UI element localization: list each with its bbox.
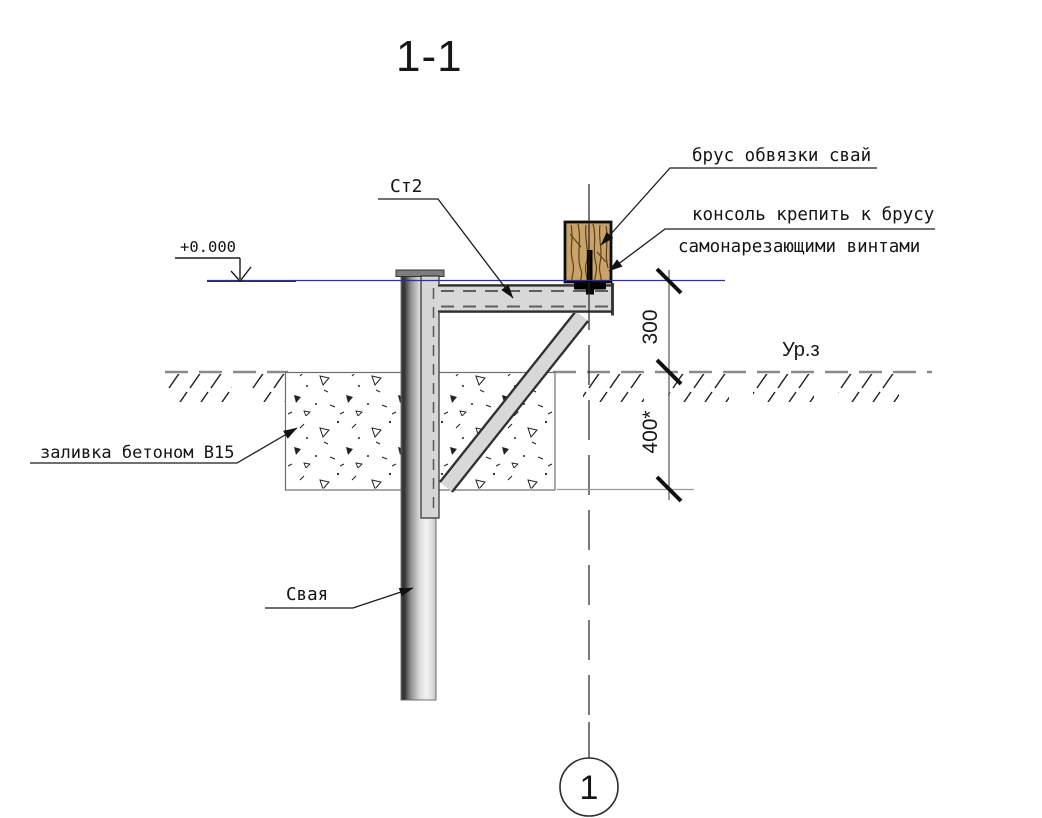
diagonal-brace xyxy=(439,310,589,493)
pile-leader xyxy=(265,587,414,609)
dim-text-400: 400* xyxy=(639,410,662,453)
annotation-console-fixing: консоль крепить к брусу самонарезающими … xyxy=(608,205,935,272)
view-title: 1-1 xyxy=(396,32,463,81)
st2-label: Ст2 xyxy=(390,176,423,197)
vertical-plate xyxy=(420,275,440,519)
concrete-leader xyxy=(30,427,298,464)
elevation-marker: +0.000 xyxy=(175,238,252,283)
section-bubble-circle xyxy=(559,757,619,817)
pile-cap-flange xyxy=(395,269,445,277)
console-label-line2: самонарезающими винтами xyxy=(678,237,920,257)
st2-leader xyxy=(378,198,514,299)
earth-hatch xyxy=(168,374,899,402)
dimension-ticks xyxy=(655,267,683,503)
section-bubble: 1 xyxy=(559,757,619,817)
annotation-wood-beam: брус обвязки свай xyxy=(600,146,877,246)
concrete-label: заливка бетоном В15 xyxy=(40,443,234,463)
screw-symbol xyxy=(574,250,606,295)
wood-grain xyxy=(569,223,609,282)
annotation-pile: Свая xyxy=(265,585,414,609)
ground-level xyxy=(165,370,932,402)
console-leader xyxy=(608,228,935,272)
annotation-st2: Ст2 xyxy=(378,176,514,299)
dimension-chain: 300 400* xyxy=(557,267,694,503)
ground-level-label: Ур.з xyxy=(782,339,820,361)
wood-beam-label: брус обвязки свай xyxy=(692,146,871,166)
pile-label: Свая xyxy=(286,585,328,605)
dim-text-300: 300 xyxy=(639,309,662,344)
section-bubble-number: 1 xyxy=(580,769,599,807)
wood-beam-leader xyxy=(600,167,877,246)
console-label-line1: консоль крепить к брусу xyxy=(692,205,934,225)
annotation-concrete: заливка бетоном В15 xyxy=(30,427,298,464)
elevation-value: +0.000 xyxy=(180,238,236,256)
